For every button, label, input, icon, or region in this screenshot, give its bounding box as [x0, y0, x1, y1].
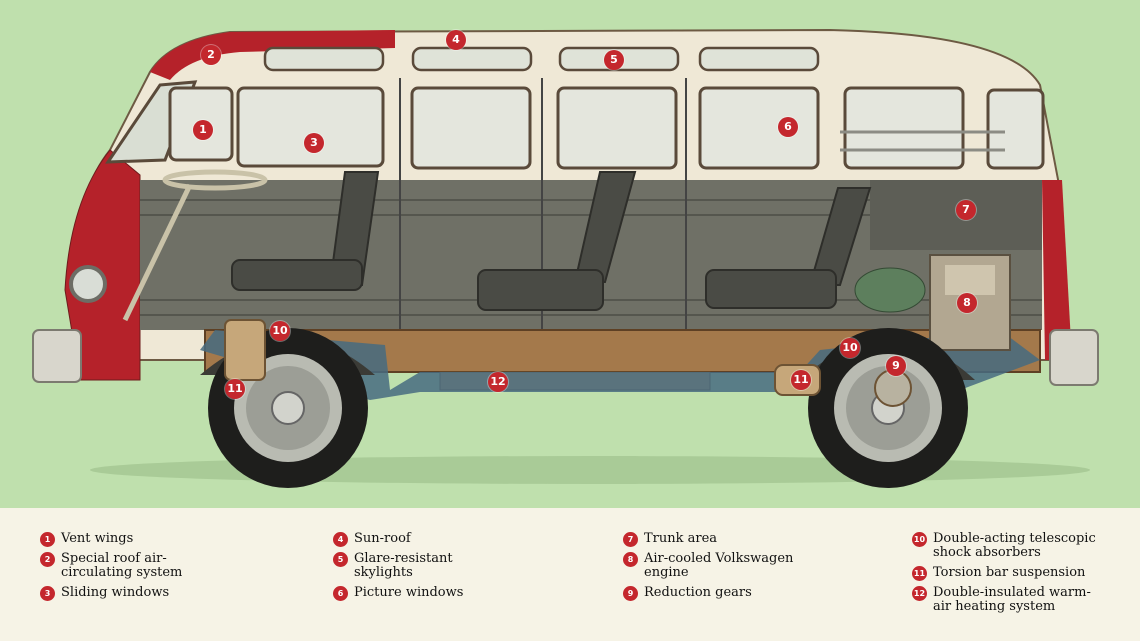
callout-sun-roof: 4: [446, 30, 466, 50]
legend-label: Sliding windows: [61, 585, 170, 600]
legend-label: Glare-resistant skylights: [354, 551, 453, 580]
callout-skylights: 5: [604, 50, 624, 70]
roof-front-red: [150, 30, 395, 80]
bus-cutaway-illustration: 1 2 3 4 5 6 7 8 9 10 10 11 11 12: [32, 28, 1099, 488]
legend-column-3: 7 Trunk area 8 Air-cooled Volkswagen eng…: [623, 532, 883, 606]
legend-number: 5: [333, 552, 348, 567]
legend-label: Torsion bar suspension: [933, 565, 1086, 580]
rear-bumper: [1049, 329, 1099, 386]
legend-item: 8 Air-cooled Volkswagen engine: [623, 552, 883, 580]
legend-column-2: 4 Sun-roof 5 Glare-resistant skylights 6…: [333, 532, 593, 606]
callout-front-shock-absorber: 10: [270, 321, 290, 341]
seats: [231, 171, 872, 311]
rear-wheel: [808, 328, 968, 488]
trunk-area-panel: [870, 180, 1042, 250]
callout-reduction-gears: 9: [886, 356, 906, 376]
callout-roof-air-system: 2: [201, 45, 221, 65]
legend-label: Sun-roof: [354, 531, 411, 546]
legend-number: 10: [912, 532, 927, 547]
front-bumper: [32, 329, 82, 383]
headlight: [69, 265, 107, 303]
legend-label: Air-cooled Volkswagen engine: [644, 551, 794, 580]
legend-number: 7: [623, 532, 638, 547]
legend-number: 12: [912, 586, 927, 601]
callout-vent-wings: 1: [193, 120, 213, 140]
callout-front-torsion-bar: 11: [225, 379, 245, 399]
legend-column-4: 10 Double-acting telescopic shock absorb…: [912, 532, 1127, 620]
legend-item: 7 Trunk area: [623, 531, 883, 547]
legend-item: 9 Reduction gears: [623, 585, 883, 601]
legend-item: 6 Picture windows: [333, 585, 593, 601]
window-rails: [840, 130, 1005, 152]
legend-number: 4: [333, 532, 348, 547]
legend-item: 12 Double-insulated warm- air heating sy…: [912, 586, 1127, 614]
legend-label: Vent wings: [61, 531, 134, 546]
callout-rear-shock-absorber: 10: [840, 338, 860, 358]
callout-picture-windows: 6: [778, 117, 798, 137]
legend-item: 5 Glare-resistant skylights: [333, 552, 593, 580]
callout-engine: 8: [957, 293, 977, 313]
rear-red: [1042, 180, 1072, 360]
legend: 1 Vent wings 2 Special roof air- circula…: [0, 508, 1140, 641]
legend-item: 2 Special roof air- circulating system: [40, 552, 300, 580]
side-windows: [168, 86, 1045, 170]
callout-trunk-area: 7: [956, 200, 976, 220]
door-lines: [399, 78, 687, 360]
legend-column-1: 1 Vent wings 2 Special roof air- circula…: [40, 532, 300, 606]
legend-number: 11: [912, 566, 927, 581]
legend-label: Trunk area: [644, 531, 718, 546]
legend-label: Reduction gears: [644, 585, 752, 600]
legend-item: 10 Double-acting telescopic shock absorb…: [912, 532, 1127, 560]
legend-number: 1: [40, 532, 55, 547]
legend-item: 11 Torsion bar suspension: [912, 565, 1127, 581]
callout-heating-system: 12: [488, 372, 508, 392]
legend-label: Double-acting telescopic shock absorbers: [933, 531, 1096, 560]
legend-number: 2: [40, 552, 55, 567]
legend-number: 6: [333, 586, 348, 601]
legend-number: 9: [623, 586, 638, 601]
legend-label: Double-insulated warm- air heating syste…: [933, 585, 1091, 614]
engine-block: [854, 254, 1011, 351]
legend-number: 3: [40, 586, 55, 601]
callout-rear-torsion-bar: 11: [791, 370, 811, 390]
skylights: [263, 46, 820, 72]
legend-label: Picture windows: [354, 585, 464, 600]
bus-drawing: [32, 28, 1099, 488]
legend-item: 3 Sliding windows: [40, 585, 300, 601]
steering: [122, 169, 268, 322]
legend-number: 8: [623, 552, 638, 567]
legend-item: 1 Vent wings: [40, 531, 300, 547]
legend-item: 4 Sun-roof: [333, 531, 593, 547]
callout-sliding-windows: 3: [304, 133, 324, 153]
legend-label: Special roof air- circulating system: [61, 551, 183, 580]
